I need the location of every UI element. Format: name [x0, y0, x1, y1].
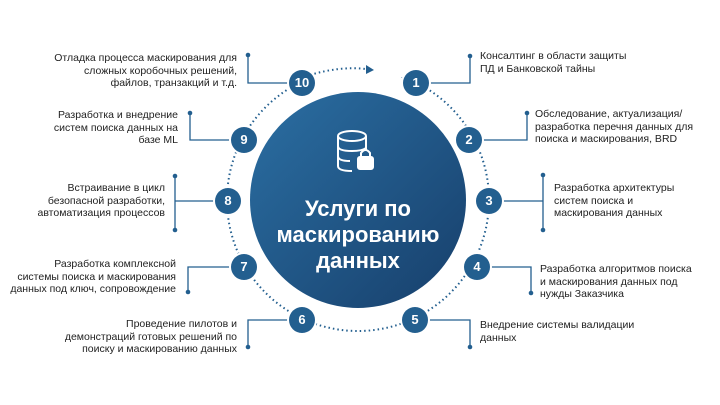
connectors [174, 55, 544, 347]
step-badge-7: 7 [231, 254, 257, 280]
cycle-arrow [309, 67, 367, 76]
step-text-10: Отладка процесса маскирования для сложны… [54, 52, 237, 89]
step-text-1: Консалтинг в области защиты ПД и Банковс… [480, 50, 627, 75]
arrow-head-icon [366, 65, 374, 74]
connector-dots [172, 52, 546, 350]
step-text-6: Проведение пилотов и демонстраций готовы… [64, 318, 237, 355]
step-text-4: Разработка алгоритмов поиска и маскирова… [540, 263, 692, 300]
step-badge-4: 4 [464, 254, 490, 280]
step-badge-6: 6 [289, 307, 315, 333]
step-text-9: Разработка и внедрение систем поиска дан… [53, 109, 178, 146]
step-badge-3: 3 [476, 188, 502, 214]
step-text-8: Встраивание в цикл безопасной разработки… [37, 182, 166, 219]
step-badge-2: 2 [456, 127, 482, 153]
step-badge-10: 10 [289, 70, 315, 96]
step-text-2: Обследование, актуализация/разработка пе… [535, 108, 694, 145]
step-text-3: Разработка архитектуры систем поиска и м… [554, 182, 675, 219]
step-badge-9: 9 [231, 127, 257, 153]
step-badge-1: 1 [403, 70, 429, 96]
step-badge-5: 5 [402, 307, 428, 333]
database-lock-icon [337, 130, 374, 172]
center-title: Услуги по маскированию данных [276, 196, 440, 273]
center-circle [250, 92, 466, 308]
step-badge-8: 8 [215, 188, 241, 214]
step-text-7: Разработка комплексной системы поиска и … [10, 258, 176, 295]
step-text-5: Внедрение системы валидации данных [480, 319, 635, 344]
